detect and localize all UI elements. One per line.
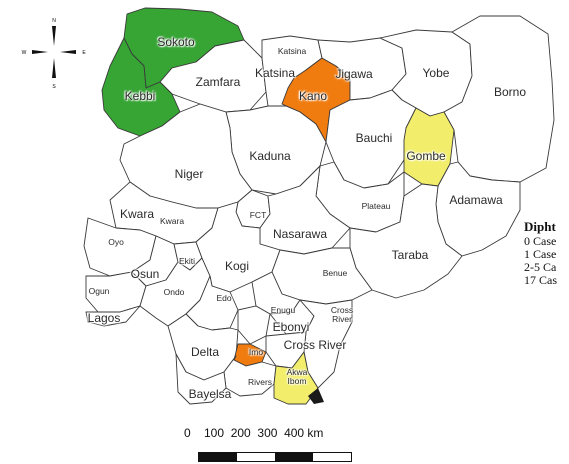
state-anambra[interactable] — [237, 305, 271, 345]
label-lagos: Lagos — [87, 311, 121, 325]
label-ebonyi: Ebonyi — [272, 320, 310, 334]
label-plateau: Plateau — [361, 200, 391, 211]
compass-arrow-east — [60, 50, 76, 54]
scale-bar: 0 100 200 300 400 km — [184, 426, 384, 462]
label-edo: Edo — [216, 292, 232, 303]
state-taraba[interactable] — [349, 183, 463, 299]
legend-item-2: 2-5 Ca — [524, 260, 557, 274]
state-rivers[interactable] — [223, 355, 277, 397]
legend-item-1: 1 Case — [524, 247, 557, 261]
compass-arrow-north — [52, 26, 56, 46]
label-taraba: Taraba — [391, 248, 429, 262]
compass-e: E — [82, 50, 86, 56]
compass-n: N — [52, 18, 56, 24]
legend-title: Dipht — [524, 219, 556, 234]
label-jigawa: Jigawa — [335, 67, 373, 81]
legend-item-3: 17 Cas — [524, 273, 557, 287]
compass-rose: N S W E — [22, 18, 87, 90]
label-bauchi: Bauchi — [355, 131, 393, 145]
scale-seg-3 — [275, 453, 313, 461]
label-cross-river: Cross River — [283, 338, 347, 352]
label-ondo: Ondo — [163, 286, 185, 297]
label-cross-river-small: Cross River — [330, 305, 354, 324]
scale-seg-2 — [237, 453, 275, 461]
label-nasarawa: Nasarawa — [272, 227, 328, 241]
label-rivers: Rivers — [247, 376, 273, 387]
state-bayelsa[interactable] — [175, 353, 227, 405]
label-kebbi: Kebbi — [124, 89, 156, 103]
compass-s: S — [52, 84, 56, 90]
label-enugu: Enugu — [270, 304, 296, 315]
compass-arrow-west — [32, 50, 48, 54]
label-katsina: Katsina — [254, 66, 296, 80]
label-kwara-small: Kwara — [159, 215, 185, 226]
label-niger: Niger — [174, 167, 204, 181]
label-imo: Imo — [248, 346, 264, 357]
compass-arrow-south — [52, 58, 56, 78]
scale-seg-4 — [313, 453, 351, 461]
label-kaduna: Kaduna — [249, 149, 291, 163]
label-oyo: Oyo — [108, 236, 124, 247]
scale-labels: 0 100 200 300 400 km — [184, 426, 324, 440]
label-yobe: Yobe — [422, 66, 450, 80]
label-delta: Delta — [190, 345, 220, 359]
label-fct: FCT — [249, 209, 267, 220]
label-osun: Osun — [130, 267, 160, 281]
label-kwara: Kwara — [119, 207, 155, 221]
label-katsina-small: Katsina — [277, 45, 307, 56]
label-borno: Borno — [493, 85, 527, 99]
label-kogi: Kogi — [224, 259, 250, 273]
state-lagos[interactable] — [85, 305, 141, 327]
label-gombe: Gombe — [406, 149, 446, 163]
label-akwa-ibom: Akwa Ibom — [286, 367, 308, 386]
scale-bar-graphic — [198, 452, 352, 462]
label-ekiti: Ekiti — [178, 255, 196, 266]
legend-item-0: 0 Case — [524, 234, 557, 248]
label-kano: Kano — [298, 89, 328, 103]
legend: Dipht 0 Case 1 Case 2-5 Ca 17 Cas — [524, 219, 557, 287]
label-ogun: Ogun — [88, 285, 110, 296]
state-cross-river[interactable] — [299, 299, 353, 389]
scale-seg-1 — [199, 453, 237, 461]
compass-w: W — [22, 50, 27, 56]
coastal-patch — [308, 388, 324, 404]
label-zamfara: Zamfara — [195, 75, 241, 89]
label-adamawa: Adamawa — [449, 193, 503, 207]
label-sokoto: Sokoto — [157, 35, 195, 49]
label-benue: Benue — [322, 267, 348, 278]
label-bayelsa: Bayelsa — [188, 387, 232, 401]
